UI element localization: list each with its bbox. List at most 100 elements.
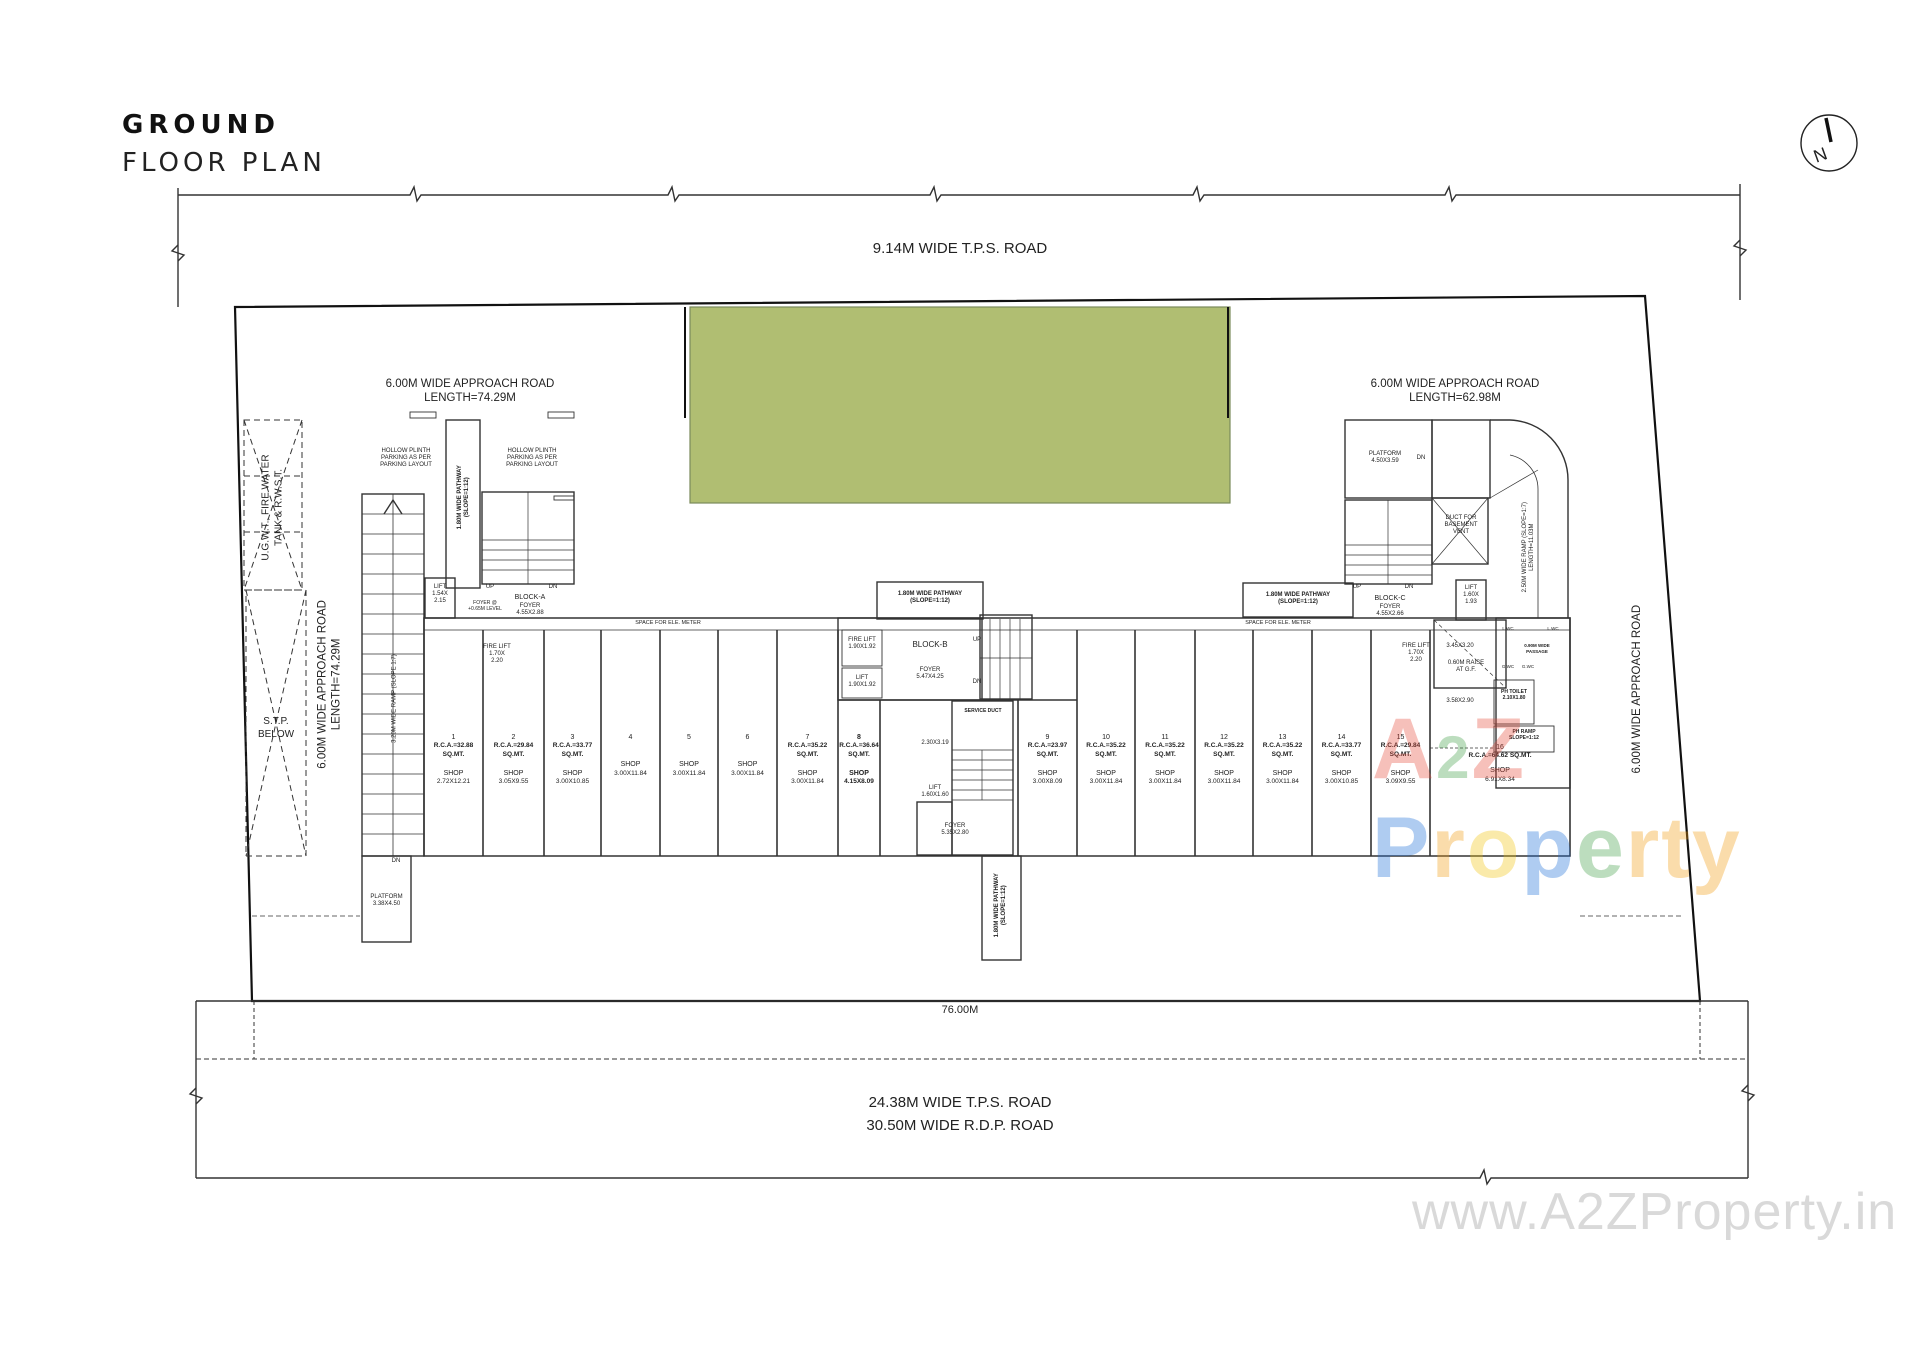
shop-number: 2 [511, 734, 516, 741]
pathway-label: 1.80M WIDE PATHWAY [1265, 592, 1331, 598]
pathway-label: 1.80M WIDE PATHWAY [993, 873, 1000, 938]
shop-2: 2 R.C.A.=29.84 SQ.MT. SHOP 3.05X9.55 [483, 733, 544, 787]
fire-lift-dim: 2.20 [1410, 657, 1422, 664]
landscape-area [689, 306, 1231, 504]
approach-road-length: LENGTH=74.29M [424, 392, 516, 405]
watermark-letter: 2 [1436, 724, 1472, 791]
platform-dim: 4.50X3.59 [1371, 458, 1399, 465]
plan-subtitle: FLOOR PLAN [122, 148, 326, 178]
foyer-label: FOYER [919, 667, 941, 673]
approach-road-label: 6.00M WIDE APPROACH ROAD [316, 600, 329, 769]
block-b-passage: 2.30X3.19 [921, 740, 949, 746]
block-b-foyer: FOYER 5.47X4.25 [900, 667, 960, 681]
parking-note: HOLLOW PLINTH [381, 448, 431, 454]
parking-note: PARKING LAYOUT [380, 462, 432, 469]
shop-number: 1 [451, 734, 456, 741]
shop-label: SHOP [679, 761, 699, 769]
fire-lift-dim: 1.70X [1408, 650, 1424, 657]
approach-road-left-top: 6.00M WIDE APPROACH ROAD LENGTH=74.29M [370, 377, 570, 406]
foyer-dim: 4.55X2.66 [1376, 611, 1404, 618]
pathway-block-c: 1.80M WIDE PATHWAY (SLOPE=1:12) [1243, 592, 1353, 606]
top-road-label: 9.14M WIDE T.P.S. ROAD [872, 240, 1048, 257]
watermark-letter: P [1372, 800, 1432, 896]
shop-number: 10 [1102, 734, 1110, 741]
watermark-letter: e [1575, 800, 1626, 896]
parking-note: PARKING AS PER [381, 455, 431, 462]
url-watermark: www.A2ZProperty.in [1412, 1183, 1898, 1241]
watermark-letter: r [1431, 800, 1467, 896]
shop-label: SHOP [1490, 767, 1510, 775]
shop-dim: 3.00X11.84 [791, 778, 824, 786]
fire-lift-dim: 1.70X [489, 651, 505, 658]
shop-label: SHOP [443, 769, 464, 777]
frontage-dimension: 76.00M [941, 1004, 979, 1016]
foyer-label: FOYER [1379, 604, 1401, 610]
shop-number: 14 [1337, 734, 1346, 741]
watermark-letter: A [1372, 701, 1437, 797]
duct-label: BASEMENT [1444, 522, 1478, 529]
stp-label: S.T.P. BELOW [246, 716, 306, 741]
platform-right: PLATFORM 4.50X3.59 [1360, 451, 1410, 465]
shop-rca: R.C.A.=35.22 SQ.MT. [1086, 742, 1126, 759]
platform-left-dn: DN [391, 858, 401, 864]
shop-number: 11 [1161, 734, 1169, 741]
shop-9: 9 R.C.A.=23.97 SQ.MT. SHOP 3.00X8.09 [1018, 733, 1077, 787]
pathway-label: 1.80M WIDE PATHWAY [456, 465, 463, 530]
pathway-block-a: 1.80M WIDE PATHWAY (SLOPE=1:12) [457, 457, 471, 537]
water-tank-label: U.G.W.T., FIRE WATER TANK & R.W.S.T. [261, 453, 286, 563]
block-b-service-duct: SERVICE DUCT [964, 708, 1002, 714]
pathway-label: 1.80M WIDE PATHWAY [897, 591, 963, 597]
lift-label: LIFT [433, 584, 447, 590]
fire-lift-label: FIRE LIFT [848, 637, 876, 643]
block-a-name: BLOCK-A [514, 594, 546, 601]
foyer-dim: 4.55X2.88 [516, 610, 544, 617]
approach-road-length: LENGTH=74.29M [331, 638, 343, 731]
block-a-foyer-level: FOYER @ +0.65M LEVEL [465, 600, 505, 613]
pathway-block-b: 1.80M WIDE PATHWAY (SLOPE=1:12) [877, 591, 983, 605]
meter-space-c: SPACE FOR ELE. METER [1245, 620, 1311, 626]
shop-label: SHOP [1096, 769, 1116, 777]
ph-toilet: PH TOILET 2.10X1.80 [1494, 689, 1534, 702]
parking-note-right: HOLLOW PLINTH PARKING AS PER PARKING LAY… [502, 448, 562, 470]
gwc-2: G.WC [1521, 664, 1535, 669]
block-c-name: BLOCK-C [1374, 595, 1406, 602]
pathway-slope: (SLOPE=1:12) [1278, 599, 1318, 606]
block-a-up: UP [485, 584, 495, 590]
shop-rca: R.C.A.=29.84 SQ.MT. [1380, 742, 1421, 759]
block-b-foyer-2: FOYER 5.35X2.80 [930, 823, 980, 837]
foyer-level: +0.65M LEVEL [468, 606, 502, 613]
shop-number: 4 [628, 734, 633, 741]
meter-space-a: SPACE FOR ELE. METER [635, 620, 701, 626]
shop-label: SHOP [562, 769, 583, 777]
pathway-slope: (SLOPE=1:12) [1001, 885, 1007, 926]
tank-label-1: U.G.W.T., FIRE WATER [260, 454, 272, 561]
left-ramp-label: 3.20M WIDE RAMP (SLOPE 1:7) [391, 654, 398, 743]
shop-15: 15 R.C.A.=29.84 SQ.MT. SHOP 3.09X9.55 [1371, 733, 1430, 787]
shop-dim: 3.00X11.84 [672, 769, 706, 777]
lwc-2: L.WC [1547, 626, 1559, 631]
shop-dim: 3.00X11.84 [1266, 778, 1299, 786]
parking-note: HOLLOW PLINTH [507, 448, 557, 454]
shop-13: 13 R.C.A.=35.22 SQ.MT. SHOP 3.00X11.84 [1253, 733, 1312, 787]
lift-dim: 1.54X [432, 591, 448, 598]
shop-dim: 3.05X9.55 [498, 778, 529, 786]
shop-10: 10 R.C.A.=35.22 SQ.MT. SHOP 3.00X11.84 [1077, 733, 1135, 787]
block-c-dn: DN [1404, 584, 1414, 590]
watermark-letter: Z [1471, 701, 1527, 797]
approach-road-left-side: 6.00M WIDE APPROACH ROAD LENGTH=74.29M [316, 589, 345, 779]
foyer-dim: 5.47X4.25 [916, 674, 944, 681]
tank-label-2: TANK & R.W.S.T. [273, 468, 284, 547]
shop-12: 12 R.C.A.=35.22 SQ.MT. SHOP 3.00X11.84 [1195, 733, 1253, 787]
platform-left: PLATFORM 3.38X4.50 [362, 894, 411, 908]
shop-dim: 2.72X12.21 [436, 778, 471, 786]
shop-label: SHOP [737, 761, 758, 769]
foyer-label: FOYER [519, 603, 541, 609]
shop-dim: 6.91X8.34 [1485, 775, 1515, 783]
plan-title: GROUND [122, 110, 280, 140]
pathway-slope: (SLOPE=1:12) [910, 598, 950, 605]
shop-rca: R.C.A.=64.62 SQ.MT. [1468, 752, 1532, 760]
shop-16: 16 R.C.A.=64.62 SQ.MT. SHOP 6.91X8.34 [1430, 743, 1570, 784]
shop-label: SHOP [1331, 769, 1352, 777]
stp-label-1: S.T.P. [263, 716, 289, 727]
